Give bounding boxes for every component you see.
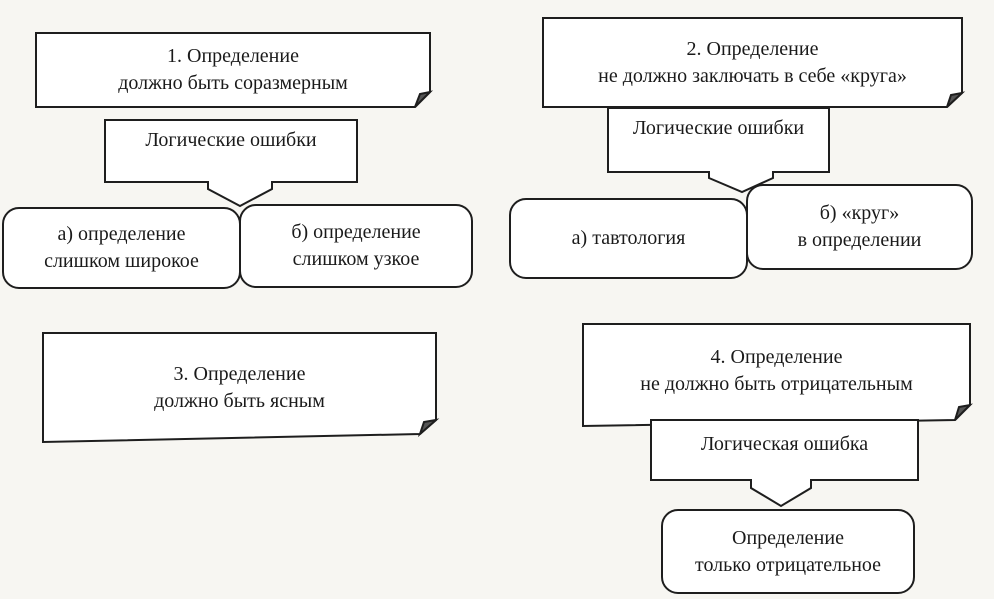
rule-1-errors-label: Логические ошибки <box>105 120 357 160</box>
rule-1-error-a-text: а) определение слишком широкое <box>44 223 199 272</box>
rule-2-title: 2. Определение не должно заключать в себ… <box>543 18 962 107</box>
rule-2-error-b-text: б) «круг» в определении <box>797 202 922 251</box>
rule-4-error-label-text: Логическая ошибка <box>700 432 869 455</box>
rule-3-title: 3. Определение должно быть ясным <box>43 340 436 435</box>
rule-1-errors-label-text: Логические ошибки <box>145 128 317 151</box>
rule-4-error-label: Логическая ошибка <box>651 424 918 464</box>
rule-2-error-b-box <box>746 184 973 270</box>
rule-4-card-fold <box>954 403 973 421</box>
rule-1-title: 1. Определение должно быть соразмерным <box>36 33 430 107</box>
rule-3-card-fold <box>417 418 440 438</box>
rule-1-error-a: а) определение слишком широкое <box>3 208 240 288</box>
rule-2-title-text: 2. Определение не должно заключать в себ… <box>598 37 907 87</box>
rule-2-error-b: б) «круг» в определении <box>747 185 972 269</box>
rule-3-title-text: 3. Определение должно быть ясным <box>154 362 325 412</box>
rule-4-error: Определение только отрицательное <box>662 510 914 593</box>
rule-2-errors-label-text: Логические ошибки <box>632 116 805 139</box>
rule-4-error-arrow <box>650 419 919 508</box>
rule-4-error-text: Определение только отрицательное <box>694 526 882 576</box>
rule-1-error-b: б) определение слишком узкое <box>240 205 472 287</box>
rule-2-error-a-text: а) тавтология <box>571 227 686 249</box>
rule-4-title-text: 4. Определение не должно быть отрицатель… <box>640 346 913 395</box>
rule-1-title-text: 1. Определение должно быть соразмерным <box>118 45 348 94</box>
rule-1-error-b-box <box>239 204 473 288</box>
rule-2-errors-label: Логические ошибки <box>608 108 829 148</box>
rule-4-error-box <box>661 509 915 594</box>
rule-2-error-a: а) тавтология <box>510 199 747 278</box>
rule-1-card-fold <box>414 90 434 108</box>
rule-1-errors-arrow <box>104 119 358 208</box>
rule-4-title: 4. Определение не должно быть отрицатель… <box>583 326 970 416</box>
rule-2-card-fold <box>946 91 966 108</box>
rule-1-error-b-text: б) определение слишком узкое <box>291 221 421 270</box>
